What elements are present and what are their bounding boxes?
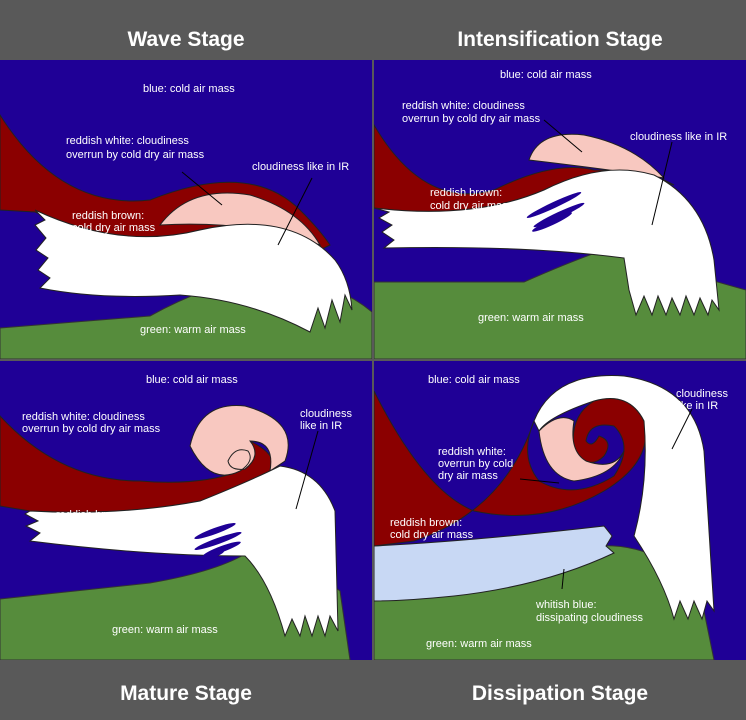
cold-dry-air-mass xyxy=(374,390,647,547)
label-cold: blue: cold air mass xyxy=(143,83,235,95)
overrun-cloudiness xyxy=(538,417,625,482)
wave-stage-title: Wave Stage xyxy=(127,28,245,51)
label-brown-2: cold dry air mass xyxy=(430,200,514,212)
label-ir: cloudiness like in IR xyxy=(630,131,727,143)
mature-stage-panel: blue: cold air mass reddish white: cloud… xyxy=(0,361,372,660)
label-ir-2: like in IR xyxy=(676,400,718,412)
overrun-cloudiness xyxy=(189,405,289,476)
label-warm: green: warm air mass xyxy=(112,624,218,636)
dissipation-stage-panel: blue: cold air mass cloudiness like in I… xyxy=(374,361,746,660)
label-brown-2: cold dry air mass xyxy=(56,522,140,534)
intensification-stage-title: Intensification Stage xyxy=(457,28,663,51)
label-whitish-blue: whitish blue: xyxy=(535,599,597,611)
mature-stage-title: Mature Stage xyxy=(120,682,252,705)
label-overrun: reddish white: cloudiness xyxy=(66,135,189,147)
label-overrun-3: dry air mass xyxy=(438,470,498,482)
label-whitish-blue-2: dissipating cloudiness xyxy=(536,612,644,624)
cold-air-streaks xyxy=(194,522,242,562)
label-brown: reddish brown: xyxy=(56,509,128,521)
label-warm: green: warm air mass xyxy=(426,638,532,650)
label-overrun: reddish white: xyxy=(438,446,506,458)
label-overrun-2: overrun by cold xyxy=(438,458,513,470)
label-brown: reddish brown: xyxy=(390,517,462,529)
label-ir: cloudiness like in IR xyxy=(252,161,349,173)
label-cold: blue: cold air mass xyxy=(428,374,520,386)
ir-cloudiness xyxy=(533,375,715,621)
label-cold: blue: cold air mass xyxy=(500,69,592,81)
label-ir: cloudiness xyxy=(300,408,352,420)
label-ir: cloudiness xyxy=(676,388,728,400)
label-brown-2: cold dry air mass xyxy=(72,222,156,234)
ir-cloudiness xyxy=(374,169,720,317)
label-overrun-2: overrun by cold dry air mass xyxy=(66,149,205,161)
label-brown-2: cold dry air mass xyxy=(390,529,474,541)
label-warm: green: warm air mass xyxy=(140,324,246,336)
label-brown: reddish brown: xyxy=(72,210,144,222)
dissipating-cloudiness xyxy=(374,525,615,602)
ir-cloudiness xyxy=(23,465,339,638)
label-brown: reddish brown: xyxy=(430,187,502,199)
label-overrun-2: overrun by cold dry air mass xyxy=(402,113,541,125)
label-overrun: reddish white: cloudiness xyxy=(22,411,145,423)
label-warm: green: warm air mass xyxy=(478,312,584,324)
overrun-cloudiness xyxy=(528,133,666,179)
wave-stage-panel: blue: cold air mass reddish white: cloud… xyxy=(0,60,372,359)
intensification-stage-panel: blue: cold air mass reddish white: cloud… xyxy=(374,60,746,359)
label-overrun: reddish white: cloudiness xyxy=(402,100,525,112)
label-overrun-2: overrun by cold dry air mass xyxy=(22,423,161,435)
label-ir-2: like in IR xyxy=(300,420,342,432)
dissipation-stage-title: Dissipation Stage xyxy=(471,682,649,705)
ir-cloudiness xyxy=(34,209,353,333)
cold-air-streaks xyxy=(526,192,585,232)
label-cold: blue: cold air mass xyxy=(146,374,238,386)
